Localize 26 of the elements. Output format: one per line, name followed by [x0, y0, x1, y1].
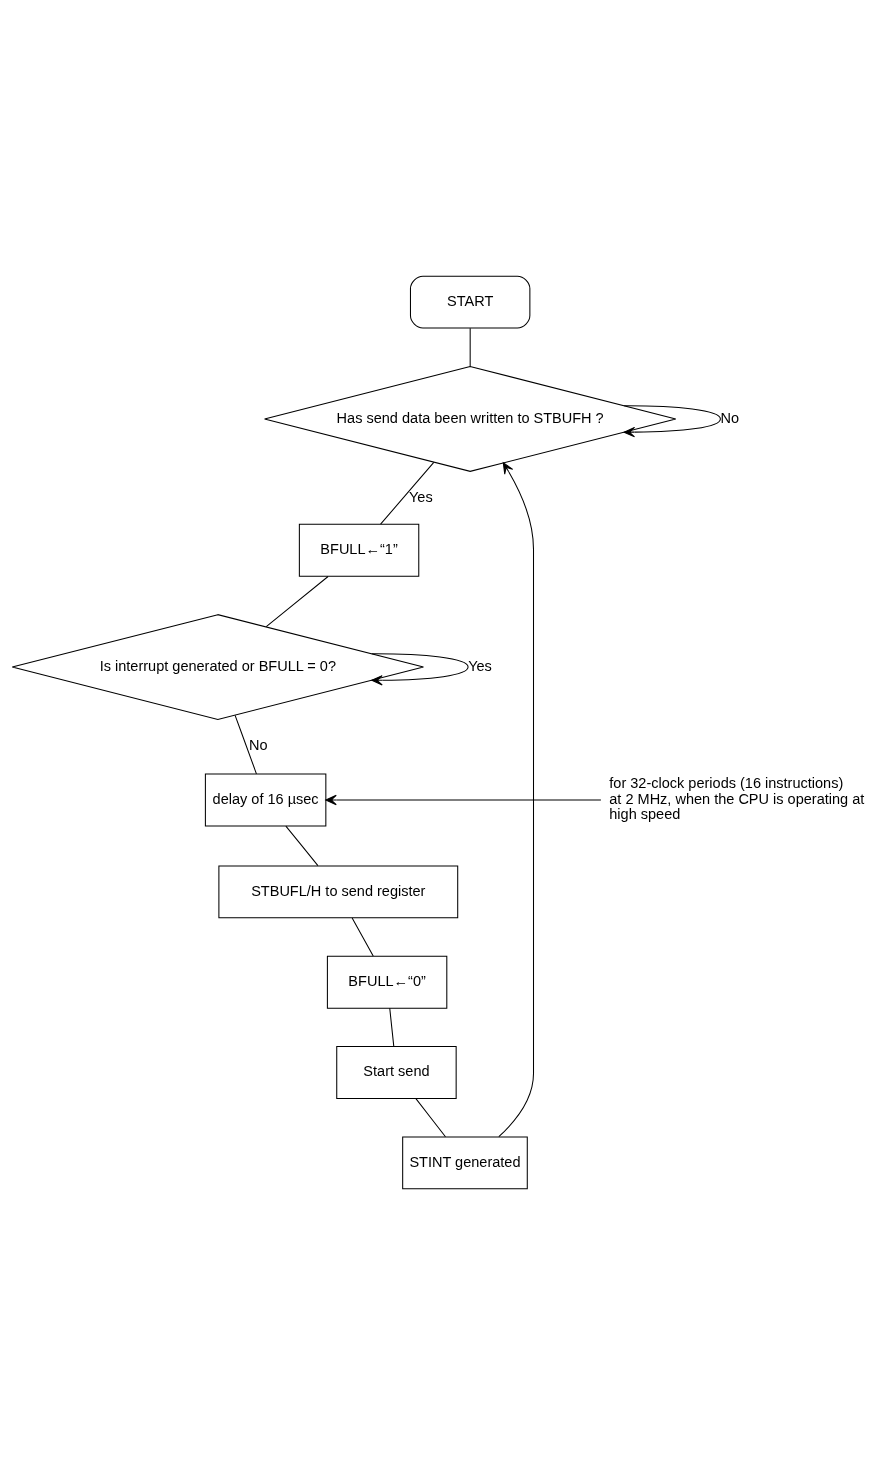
edge-label: Yes: [468, 657, 492, 674]
node-text: for 32-clock periods (16 instructions) at 2 MHz, when the CPU is operating at high speed: [609, 775, 865, 823]
connector: [380, 461, 435, 525]
connector: [234, 714, 257, 775]
arrow: [371, 653, 469, 686]
node-box: delay of 16 µsec: [204, 773, 327, 827]
node-box: STINT generated: [402, 1136, 528, 1190]
connector: [285, 825, 319, 867]
edge-label: Yes: [409, 488, 433, 505]
arrow: [325, 794, 602, 806]
node-box: Start send: [336, 1046, 457, 1100]
arrow: [623, 405, 721, 438]
connector: [265, 575, 329, 628]
edge-label: No: [249, 736, 268, 753]
node-diamond: Has send data been written to STBUFH ?: [264, 365, 677, 472]
connector: [389, 1007, 395, 1047]
connector: [415, 1098, 446, 1138]
arrow: [498, 462, 535, 1138]
node-box: STBUFL/H to send register: [218, 865, 459, 919]
edge-label: No: [720, 409, 740, 426]
connector: [469, 327, 471, 367]
node-diamond: Is interrupt generated or BFULL = 0?: [11, 614, 424, 721]
connector: [351, 917, 374, 957]
node-box: BFULL←“0”: [326, 955, 448, 1009]
node-box: BFULL←“1”: [298, 523, 420, 577]
node-box: START: [409, 275, 531, 329]
